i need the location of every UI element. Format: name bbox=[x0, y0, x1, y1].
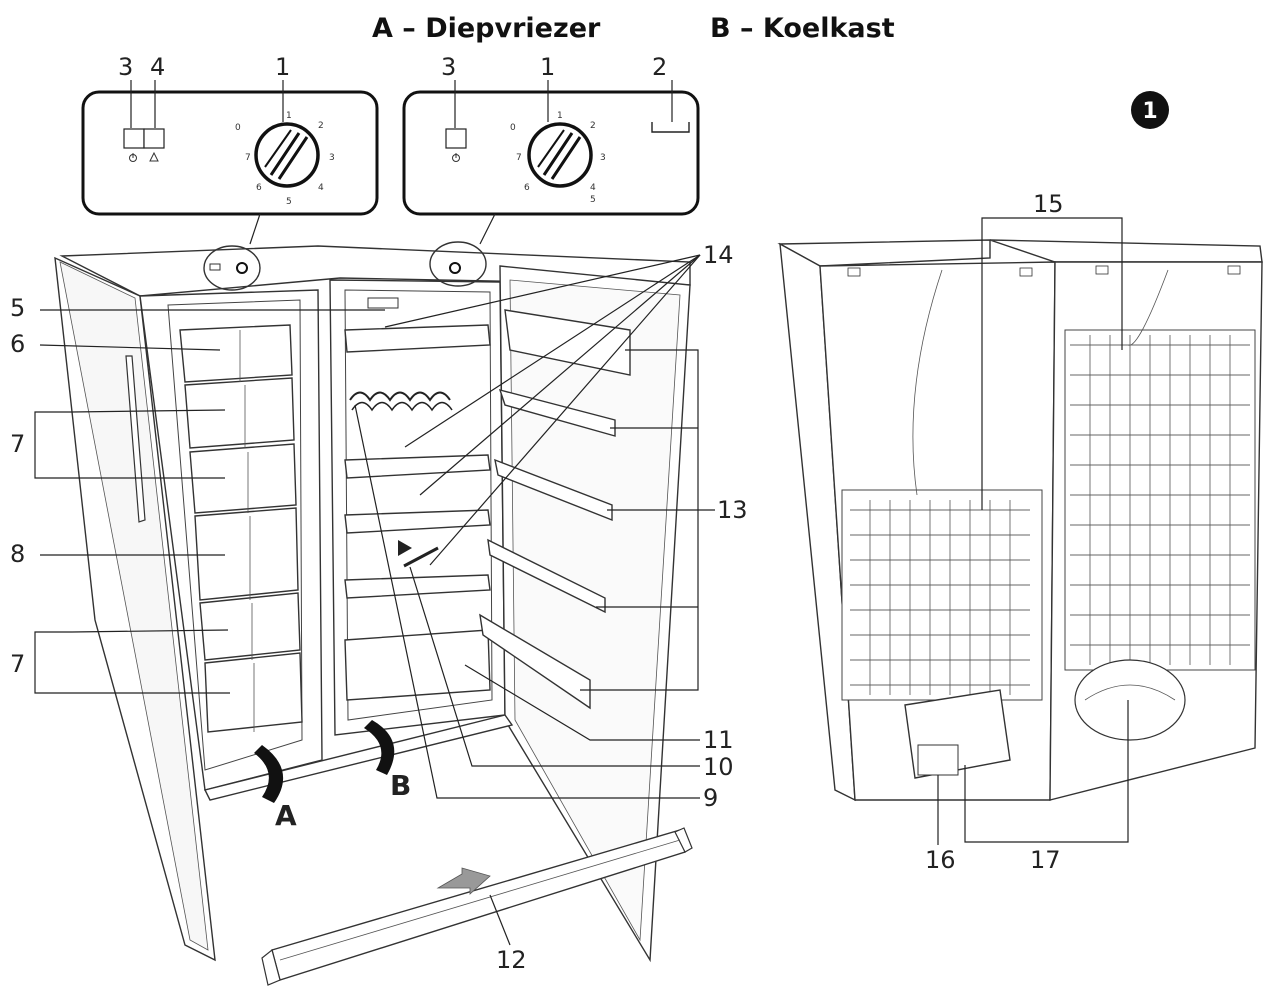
compressor-right bbox=[1074, 659, 1186, 741]
freezer-drawers bbox=[179, 324, 303, 733]
svg-text:5: 5 bbox=[590, 195, 596, 205]
power-icon bbox=[129, 153, 137, 162]
callout-11: 11 bbox=[703, 726, 734, 754]
rear-view-illustration bbox=[777, 239, 1263, 802]
warning-icon bbox=[149, 151, 159, 162]
svg-text:3: 3 bbox=[600, 153, 606, 163]
freezer-temperature-knob bbox=[254, 122, 320, 188]
label-freezer-alarm: 4 bbox=[150, 53, 165, 81]
svg-text:3: 3 bbox=[329, 153, 335, 163]
callout-15: 15 bbox=[1033, 190, 1064, 218]
arrow-b-icon bbox=[364, 720, 395, 775]
label-freezer-switch: 3 bbox=[118, 53, 133, 81]
bottle-rack bbox=[349, 391, 451, 402]
fridge-condenser bbox=[1070, 335, 1250, 665]
svg-text:6: 6 bbox=[256, 183, 262, 193]
freezer-control-panel: 0 1 2 3 4 5 6 7 3 4 1 bbox=[81, 53, 379, 216]
arrow-a-icon bbox=[254, 745, 284, 803]
svg-text:4: 4 bbox=[590, 183, 596, 193]
power-icon bbox=[452, 153, 460, 162]
callout-17: 17 bbox=[1030, 846, 1061, 874]
freezer-power-switch bbox=[123, 128, 145, 149]
callout-9: 9 bbox=[703, 784, 718, 812]
callout-14: 14 bbox=[703, 241, 734, 269]
svg-text:1: 1 bbox=[286, 111, 292, 121]
compartment-letter-b: B bbox=[390, 769, 411, 802]
label-fridge-display: 2 bbox=[652, 53, 667, 81]
svg-text:7: 7 bbox=[516, 153, 522, 163]
svg-text:7: 7 bbox=[245, 153, 251, 163]
callout-7-upper: 7 bbox=[10, 430, 25, 458]
compressor-left bbox=[904, 689, 1011, 779]
leader-lines bbox=[34, 217, 1129, 946]
svg-text:6: 6 bbox=[524, 183, 530, 193]
callout-7-lower: 7 bbox=[10, 650, 25, 678]
compartment-letter-a: A bbox=[275, 799, 297, 832]
fridge-control-panel: 0 1 2 3 4 5 6 7 3 1 2 bbox=[402, 53, 700, 216]
plinth-panel-illustration bbox=[261, 827, 693, 986]
callout-5: 5 bbox=[10, 294, 25, 322]
fridge-temperature-knob bbox=[527, 122, 593, 188]
callout-13: 13 bbox=[717, 496, 748, 524]
fridge-shelves bbox=[344, 324, 491, 701]
svg-text:2: 2 bbox=[318, 121, 324, 131]
callout-6: 6 bbox=[10, 330, 25, 358]
callout-10: 10 bbox=[703, 753, 734, 781]
fridge-title: B – Koelkast bbox=[710, 13, 895, 44]
svg-text:0: 0 bbox=[510, 123, 516, 133]
svg-text:1: 1 bbox=[557, 111, 563, 121]
label-fridge-knob: 1 bbox=[540, 53, 555, 81]
svg-text:2: 2 bbox=[590, 121, 596, 131]
callout-12: 12 bbox=[496, 946, 527, 974]
figure-number-badge: 1 bbox=[1131, 91, 1169, 129]
svg-text:4: 4 bbox=[318, 183, 324, 193]
svg-text:5: 5 bbox=[286, 197, 292, 207]
arrow-right-icon bbox=[436, 867, 491, 895]
fridge-power-switch bbox=[445, 128, 467, 149]
open-appliance-illustration: A B bbox=[54, 241, 691, 963]
freezer-condenser bbox=[850, 500, 1030, 695]
crisper-drawer bbox=[344, 629, 491, 701]
freezer-title: A – Diepvriezer bbox=[372, 13, 601, 44]
fridge-display-indicator bbox=[651, 122, 690, 133]
callout-8: 8 bbox=[10, 540, 25, 568]
callout-16: 16 bbox=[925, 846, 956, 874]
svg-text:1: 1 bbox=[1142, 99, 1157, 124]
label-fridge-switch: 3 bbox=[441, 53, 456, 81]
label-freezer-knob: 1 bbox=[275, 53, 290, 81]
svg-text:0: 0 bbox=[235, 123, 241, 133]
freezer-alarm-switch bbox=[143, 128, 165, 149]
